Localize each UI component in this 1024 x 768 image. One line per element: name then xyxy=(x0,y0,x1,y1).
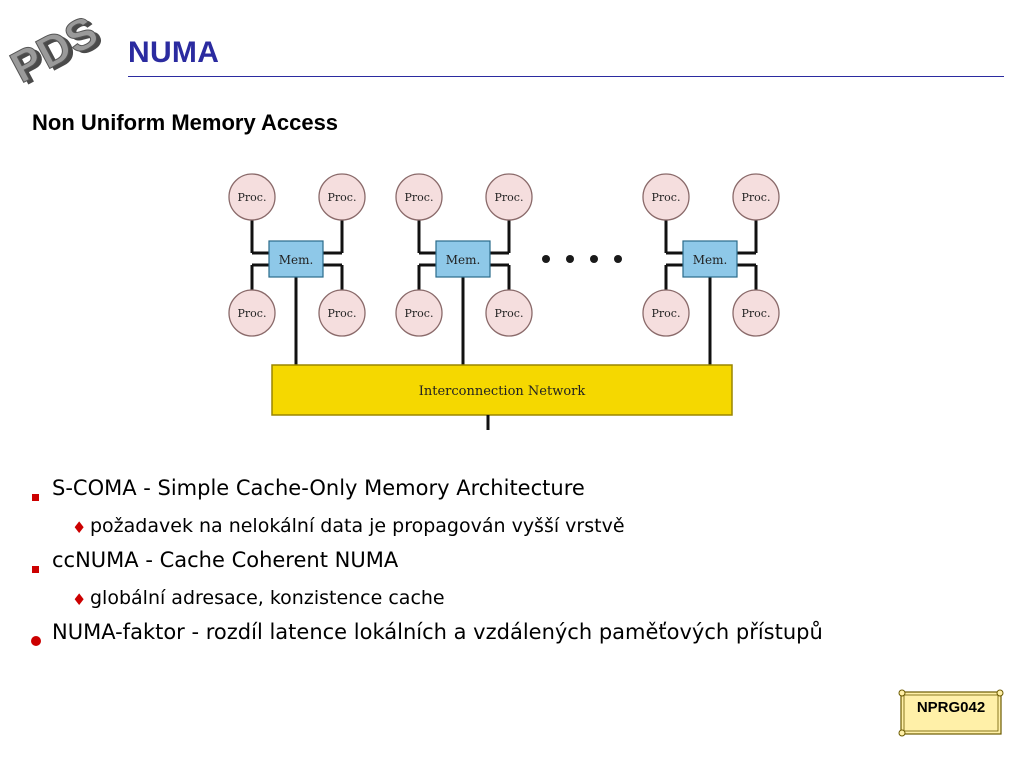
processor-label: Proc. xyxy=(405,191,434,204)
memory-label: Mem. xyxy=(446,253,481,267)
network-label: Interconnection Network xyxy=(419,384,586,399)
processor-label: Proc. xyxy=(652,307,681,320)
bullet-text: S-COMA - Simple Cache-Only Memory Archit… xyxy=(52,476,585,500)
processor-label: Proc. xyxy=(742,191,771,204)
pds-logo: PDS PDS xyxy=(6,12,110,92)
square-bullet-icon xyxy=(32,554,39,578)
course-badge xyxy=(898,689,1004,737)
processor-node xyxy=(228,173,276,221)
processor-label: Proc. xyxy=(495,307,524,320)
memory-label: Mem. xyxy=(279,253,314,267)
processor-node xyxy=(228,289,276,337)
processor-label: Proc. xyxy=(238,307,267,320)
processor-node xyxy=(642,173,690,221)
bullet-text: ccNUMA - Cache Coherent NUMA xyxy=(52,548,399,572)
processor-node xyxy=(732,289,780,337)
slide-subtitle: Non Uniform Memory Access xyxy=(32,110,339,135)
memory-box xyxy=(682,240,738,278)
memory-box xyxy=(268,240,324,278)
processor-label: Proc. xyxy=(652,191,681,204)
square-bullet-icon xyxy=(32,482,39,506)
memory-box xyxy=(435,240,491,278)
processor-node xyxy=(395,289,443,337)
processor-label: Proc. xyxy=(328,191,357,204)
processor-node xyxy=(642,289,690,337)
course-code: NPRG042 xyxy=(916,699,986,716)
sub-bullet-item: ♦požadavek na nelokální data je propagov… xyxy=(72,515,625,537)
ellipsis-dots xyxy=(542,255,622,263)
sub-bullet-item: ♦globální adresace, konzistence cache xyxy=(72,587,445,609)
bullet-text: požadavek na nelokální data je propagová… xyxy=(90,515,625,537)
processor-node xyxy=(485,289,533,337)
interconnection-network xyxy=(271,364,733,416)
dot-bullet-icon xyxy=(31,627,41,651)
bullet-item: NUMA-faktor - rozdíl latence lokálních a… xyxy=(31,620,823,646)
processor-label: Proc. xyxy=(405,307,434,320)
processor-label: Proc. xyxy=(495,191,524,204)
bullet-text: globální adresace, konzistence cache xyxy=(90,587,445,609)
processor-node xyxy=(732,173,780,221)
processor-label: Proc. xyxy=(238,191,267,204)
processor-label: Proc. xyxy=(328,307,357,320)
diamond-bullet-icon: ♦ xyxy=(72,590,87,609)
processor-node xyxy=(318,173,366,221)
page-title: NUMA xyxy=(128,36,220,69)
processor-node xyxy=(318,289,366,337)
processor-node xyxy=(395,173,443,221)
bullet-item: ccNUMA - Cache Coherent NUMA xyxy=(32,548,399,573)
title-divider xyxy=(128,76,1004,77)
diamond-bullet-icon: ♦ xyxy=(72,518,87,537)
numa-diagram: Mem. Proc. Proc. Proc. Proc. Mem. Proc. Proc. Pr… xyxy=(228,173,780,430)
processor-label: Proc. xyxy=(742,307,771,320)
memory-label: Mem. xyxy=(693,253,728,267)
bullet-text: NUMA-faktor - rozdíl latence lokálních a… xyxy=(52,620,823,644)
processor-node xyxy=(485,173,533,221)
bullet-item: S-COMA - Simple Cache-Only Memory Archit… xyxy=(32,476,585,501)
